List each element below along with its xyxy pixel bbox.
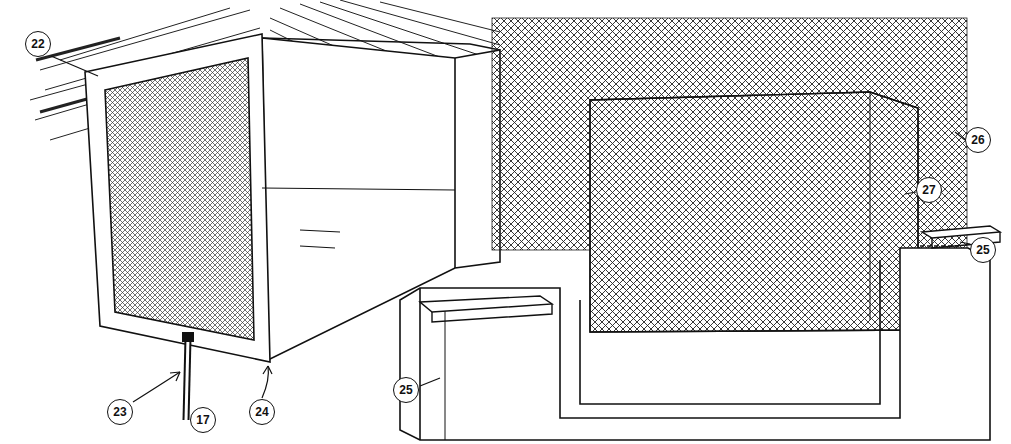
callout-number: 17 — [190, 407, 216, 433]
callout-number: 25 — [393, 377, 419, 403]
callout-number: 22 — [25, 31, 51, 57]
callout-number: 27 — [916, 177, 942, 203]
callout-number: 26 — [965, 127, 991, 153]
slide-bracket — [420, 226, 1000, 322]
drain-hose — [182, 332, 194, 420]
callout-number: 23 — [107, 399, 133, 425]
callout-number: 24 — [249, 399, 275, 425]
leader-lines — [51, 56, 970, 402]
callout-number: 25 — [970, 237, 996, 263]
water-tray — [400, 248, 990, 440]
evaporator-pad — [492, 18, 967, 332]
